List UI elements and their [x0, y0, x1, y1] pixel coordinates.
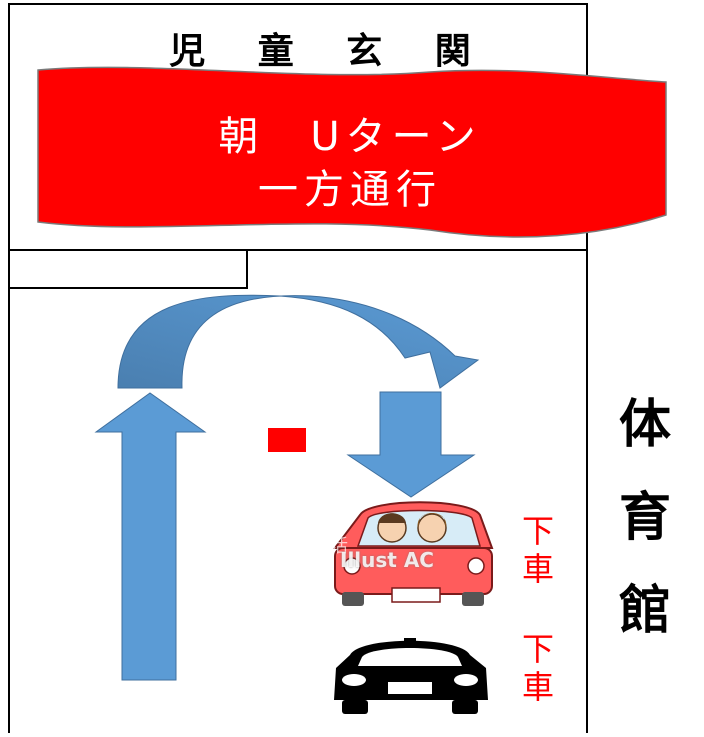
gym-char-2: 育 [618, 488, 671, 548]
u-turn-arch [117, 294, 480, 389]
illustrated-car: 活 [330, 501, 494, 606]
up-arrow [94, 392, 207, 681]
alight-label-red-car: 下車 [508, 512, 568, 588]
banner-line-2: 一方通行 [258, 167, 442, 213]
black-car [334, 638, 488, 714]
banner-line-1: 朝 Uターン [218, 114, 482, 160]
alight-label-black-car: 下車 [508, 630, 568, 706]
entrance-step [8, 249, 248, 289]
red-marker [268, 428, 306, 452]
svg-text:活: 活 [330, 536, 348, 557]
down-arrow [346, 391, 476, 498]
entrance-label: 児 童 玄 関 [169, 31, 491, 72]
gym-char-3: 館 [618, 581, 671, 641]
alight-text: 下車 [521, 512, 554, 588]
gym-char-1: 体 [618, 395, 671, 455]
alight-text: 下車 [521, 630, 554, 706]
watermark: Illust AC [340, 548, 434, 572]
red-banner [37, 66, 667, 238]
